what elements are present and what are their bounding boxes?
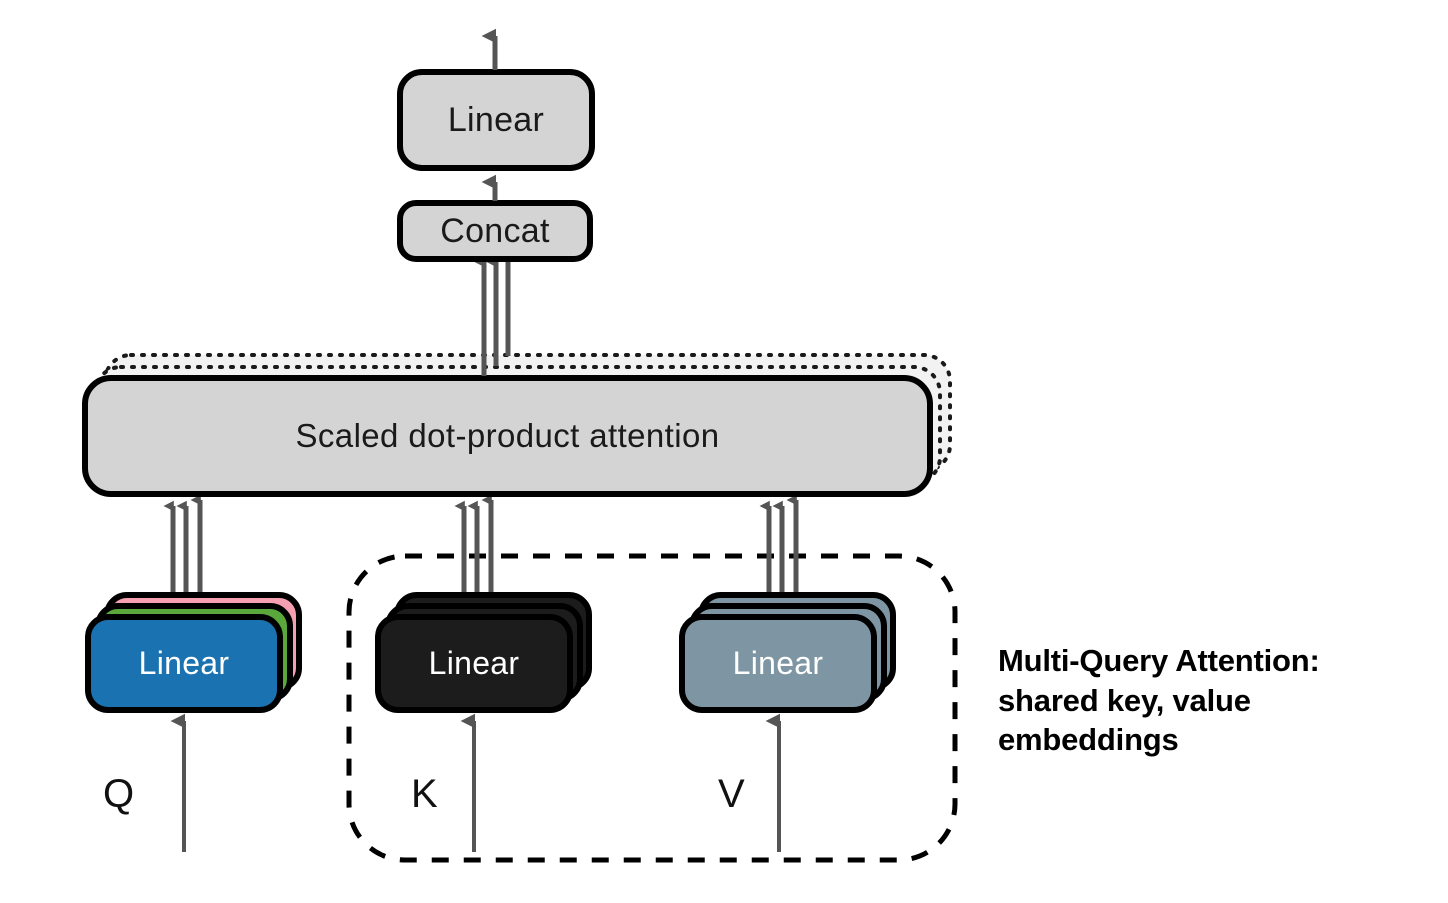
value-linear-layer-front bbox=[679, 614, 877, 713]
key-linear-layer-front bbox=[375, 614, 573, 713]
attention-box-front bbox=[82, 375, 933, 497]
query-linear-stack[interactable] bbox=[85, 592, 302, 713]
attention-to-concat-arrows bbox=[474, 250, 511, 376]
key-linear-stack[interactable] bbox=[375, 592, 592, 713]
shared-kv-group-box bbox=[346, 553, 958, 863]
caption-line-1: Multi-Query Attention: bbox=[998, 643, 1320, 678]
query-input-label: Q bbox=[103, 772, 135, 816]
concat-box bbox=[397, 200, 593, 262]
concat-block[interactable] bbox=[397, 200, 593, 262]
output-linear-box bbox=[397, 69, 595, 171]
input-arrows bbox=[170, 713, 781, 852]
output-linear-block[interactable] bbox=[397, 69, 595, 171]
caption-line-3: embeddings bbox=[998, 722, 1179, 758]
attention-block[interactable] bbox=[82, 353, 952, 497]
value-linear-stack[interactable] bbox=[679, 592, 896, 713]
key-input-label: K bbox=[411, 772, 438, 816]
value-input-label: V bbox=[718, 772, 745, 816]
query-linear-layer-front bbox=[85, 614, 283, 713]
multi-query-attention-caption: Multi-Query Attention: shared key, value… bbox=[998, 641, 1418, 760]
caption-line-2: shared key, value bbox=[998, 682, 1251, 718]
